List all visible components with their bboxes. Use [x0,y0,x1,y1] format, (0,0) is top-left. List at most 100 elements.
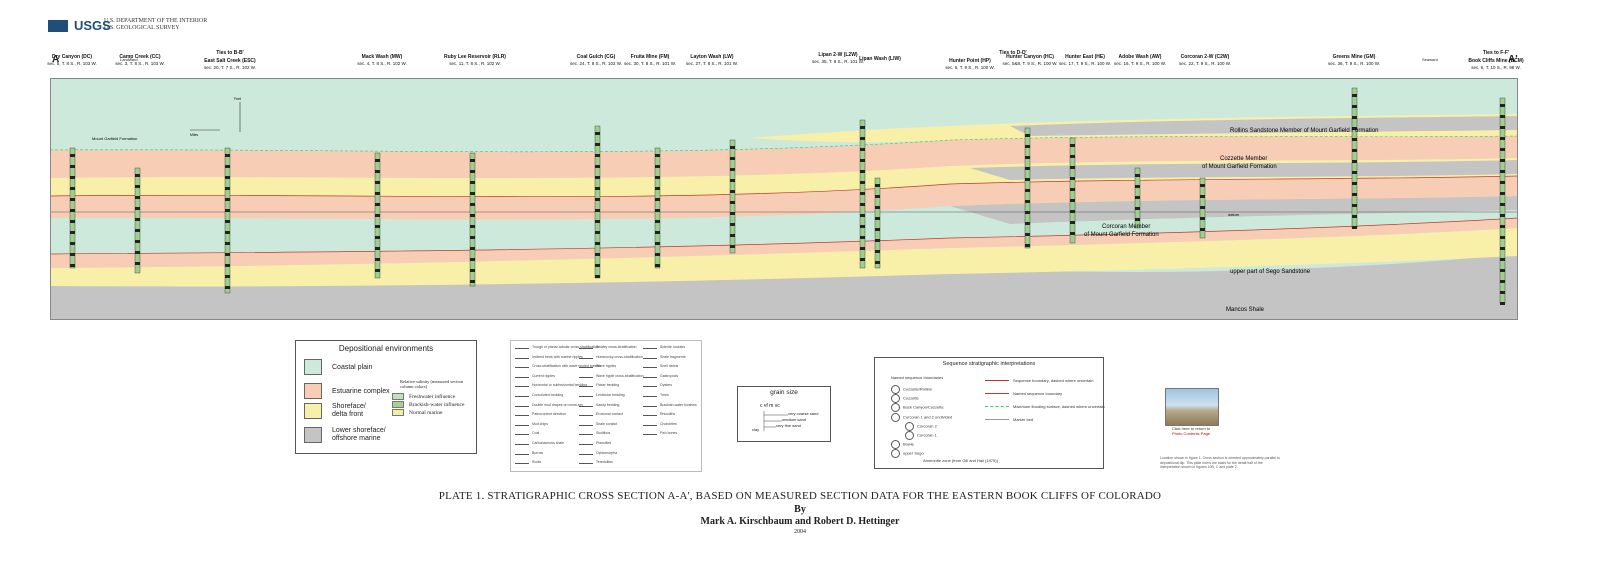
coal-bed-mark [1352,160,1357,163]
coal-bed-mark [1200,184,1205,187]
symbol-legend-item: Brackish-water bivalves [643,403,697,407]
symbol-icon [515,460,529,465]
symbol-legend-item: Rhizoliths [643,412,675,417]
symbol-icon [643,412,657,417]
named-boundary-item: Corcoran 1 [905,431,937,440]
symbol-label: Cross-stratification with wave rippled t… [532,364,602,369]
coal-bed-mark [1500,269,1505,272]
coal-bed-mark [135,262,140,265]
freshwater-label: Freshwater influence [409,393,456,400]
location-note: Location shown in figure 1. Cross sectio… [1160,456,1280,469]
symbol-label: Ophiomorpha [596,450,618,455]
usgs-logo: USGS [48,18,111,33]
coal-bed-mark [1352,182,1357,185]
symbol-legend-item: Paleocurrent direction [515,412,566,417]
coal-bed-mark [1025,244,1030,247]
legend-item-offshore: Lower shoreface/ offshore marine [304,427,386,443]
symbol-icon [579,460,593,465]
section-name: Dry Canyon (DC) [51,54,93,60]
coal-bed-mark [375,225,380,228]
landward-label: Landward [120,57,138,62]
coal-bed-mark [655,165,660,168]
symbol-label: Siderite nodules [660,345,686,349]
section-location: sec. 17, T. 9 S., R. 100 W. [1059,60,1111,66]
symbol-label: Teredolites [596,460,613,465]
coal-bed-mark [375,203,380,206]
coal-bed-mark [595,154,600,157]
symbol-legend-item: Roots [515,460,541,465]
symbol-legend-item: Shell debris [643,364,678,369]
photo-thumbnail[interactable] [1165,388,1219,426]
named-boundary-item: Bowie [891,440,914,450]
grain-line-2: medium sand [782,417,807,422]
coal-bed-mark [470,181,475,184]
corcoran-estuarine-unit [50,176,1518,220]
coal-bed-mark [860,258,865,261]
section-label: East Salt Creek (ESC)sec. 20, T. 7 S., R… [204,58,256,70]
coal-bed-mark [135,196,140,199]
shoreface-label: Shoreface/ [332,403,366,410]
coal-bed-mark [655,187,660,190]
section-name: Hunter Point (HP) [949,58,991,64]
brackish-label: Brackish-water influence [409,401,465,408]
coal-bed-mark [225,198,230,201]
section-name: East Salt Creek (ESC) [204,58,256,64]
symbol-icon [643,431,657,436]
symbol-icon [643,422,657,426]
line-swatch [985,406,1009,408]
coal-bed-mark [1500,137,1505,140]
coal-bed-mark [595,264,600,267]
coal-bed-mark [1500,159,1505,162]
coastal-label: Coastal plain [332,363,373,371]
coal-bed-mark [470,280,475,283]
photo-caption-link[interactable]: Photo Contents Page [1171,431,1211,436]
coal-bed-mark [1070,155,1075,158]
coal-bed-mark [860,214,865,217]
section-location: sec. 36, T. 9 S., R. 100 W. [1328,60,1380,66]
coal-bed-mark [70,253,75,256]
section-label: Fruita Mine (FM)sec. 30, T. 8 S., R. 101… [624,54,676,66]
named-boundary-item: Cozzette/Rollins [891,385,932,394]
coal-bed-mark [1500,247,1505,250]
coal-bed-mark [1500,192,1505,195]
symbol-legend-item: Mud chips [515,422,548,426]
symbol-label: Trough or planar-tabular cross-stratific… [532,345,599,349]
symbol-legend-item: Oysters [643,383,672,388]
agency-header: U.S. DEPARTMENT OF THE INTERIOR U.S. GEO… [104,18,207,32]
coal-bed-mark [225,165,230,168]
coal-bed-mark [1025,134,1030,137]
symbol-label: Planolites [596,441,612,445]
coal-bed-mark [470,258,475,261]
section-label: Dry Canyon (DC)sec. 5, T. 8 S., R. 103 W… [47,54,96,66]
symbol-icon [579,364,593,369]
boundary-symbol-icon [891,403,900,413]
coal-bed-mark [860,236,865,239]
symbol-label: Shale fragments [660,354,686,359]
coal-bed-mark [1500,236,1505,239]
coal-bed-mark [470,247,475,250]
coal-bed-mark [70,209,75,212]
section-name: Ties to D-D' [999,50,1027,56]
coal-bed-mark [1135,196,1140,199]
coal-bed-mark [470,225,475,228]
named-boundaries-title: Named sequence boundaries [891,375,944,380]
symbol-icon [579,374,593,378]
salinity-brackish: Brackish-water influence [392,401,464,408]
coal-bed-mark [135,240,140,243]
symbol-legend-item: Inclined beds with marine ripples [515,355,583,359]
photo-caption[interactable]: Click here to return to [1171,426,1211,431]
coal-bed-mark [1352,204,1357,207]
coal-bed-mark [1070,144,1075,147]
coal-bed-mark [1135,174,1140,177]
sego-label: upper part of Sego Sandstone [1230,269,1311,275]
coal-bed-mark [875,206,880,209]
coal-bed-mark [1135,185,1140,188]
salinity-title: Relative salinity (measured section colu… [400,379,464,389]
symbol-label: Gastropods [660,373,679,378]
boundary-label: upper Sego [903,450,924,456]
coal-bed-mark [595,132,600,135]
coal-bed-mark [1352,138,1357,141]
coal-bed-mark [1200,206,1205,209]
coal-bed-mark [135,229,140,232]
coal-bed-mark [135,207,140,210]
